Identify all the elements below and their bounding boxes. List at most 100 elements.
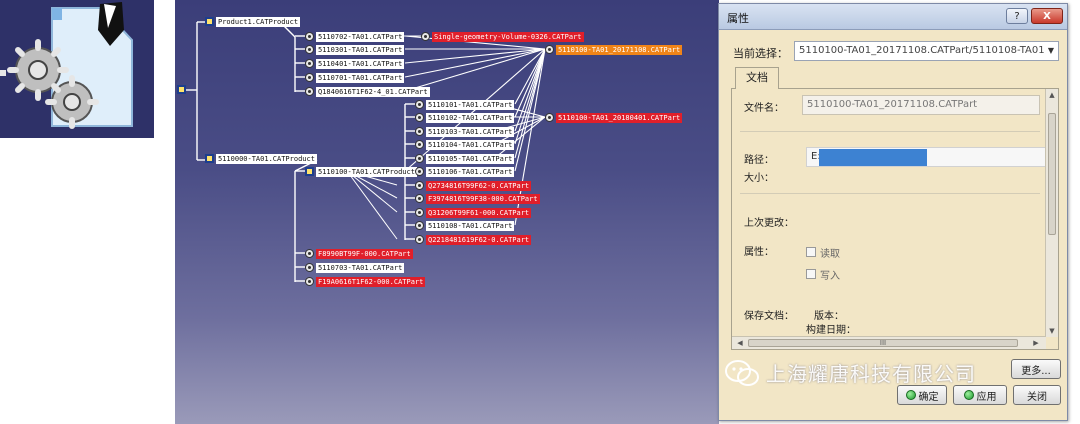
document-tab-panel: 文件名： 5110100-TA01_20171108.CATPart 路径： E…: [731, 88, 1059, 350]
tree-node[interactable]: 5110301-TA01.CATPart: [305, 44, 405, 55]
part-gear-icon: [305, 32, 314, 41]
tree-root-icon[interactable]: [177, 84, 188, 95]
last-modified-label: 上次更改：: [744, 218, 794, 229]
tree-node-label: 5110104-TA01.CATPart: [426, 139, 515, 150]
tab-document[interactable]: 文档: [735, 67, 779, 89]
tree-node[interactable]: 5110101-TA01.CATPart: [415, 99, 515, 110]
part-gear-icon: [415, 194, 424, 203]
attributes-label: 属性：: [744, 247, 774, 258]
tree-node[interactable]: 5110105-TA01.CATPart: [415, 153, 515, 164]
tree-connector-lines: [185, 21, 546, 282]
vertical-scroll-thumb[interactable]: [1048, 113, 1056, 235]
tree-node[interactable]: Product1.CATProduct: [205, 16, 301, 27]
part-gear-icon: [415, 100, 424, 109]
scroll-down-icon[interactable]: ▼: [1049, 327, 1055, 335]
tree-node[interactable]: Single-geometry-Volume-0326.CATPart: [421, 31, 584, 42]
file-name-field[interactable]: 5110100-TA01_20171108.CATPart: [802, 95, 1040, 115]
tree-node[interactable]: Q31206T99F61-000.CATPart: [415, 207, 532, 218]
tree-node[interactable]: Q2734816T99F62-0.CATPart: [415, 180, 532, 191]
part-gear-icon: [415, 127, 424, 136]
tree-node[interactable]: 5110703-TA01.CATPart: [305, 262, 405, 273]
part-gear-icon: [305, 87, 314, 96]
help-button[interactable]: ?: [1006, 8, 1028, 24]
tree-node-label: 5110701-TA01.CATPart: [316, 72, 405, 83]
tree-node[interactable]: 5110702-TA01.CATPart: [305, 31, 405, 42]
tree-node[interactable]: 5110701-TA01.CATPart: [305, 72, 405, 83]
tree-node[interactable]: Q1840616T1F62-4_01.CATPart: [305, 86, 430, 97]
tree-node[interactable]: 5110000-TA01.CATProduct: [205, 153, 317, 164]
tree-node-label: Q31206T99F61-000.CATPart: [426, 207, 532, 218]
tree-node[interactable]: 5110106-TA01.CATPart: [415, 166, 515, 177]
specification-tree-canvas[interactable]: Product1.CATProduct 5110702-TA01.CATPart 5…: [175, 0, 719, 424]
part-gear-icon: [415, 235, 424, 244]
path-label: 路径：: [744, 155, 774, 166]
part-gear-icon: [415, 221, 424, 230]
tree-node-label: F19A0616T1F62-000.CATPart: [316, 276, 426, 287]
tree-node-label: 5110702-TA01.CATPart: [316, 31, 405, 42]
vertical-scrollbar[interactable]: ▲ ▼: [1045, 89, 1058, 337]
scroll-up-icon[interactable]: ▲: [1049, 91, 1055, 99]
tree-node[interactable]: F3974816T99F38-000.CATPart: [415, 193, 540, 204]
tree-node[interactable]: 5110100-TA01.CATProduct: [305, 166, 417, 177]
dialog-titlebar[interactable]: 属性 ? X: [719, 4, 1067, 30]
tree-node[interactable]: Q2218481619F62-0.CATPart: [415, 234, 532, 245]
product-icon: [205, 17, 214, 26]
tree-node-label: Q2218481619F62-0.CATPart: [426, 234, 532, 245]
catia-icon-panel: [0, 0, 154, 138]
read-only-checkbox[interactable]: [806, 247, 816, 257]
tree-node[interactable]: F8990BT99F-000.CATPart: [305, 248, 413, 259]
tree-node-label: 5110401-TA01.CATPart: [316, 58, 405, 69]
close-button[interactable]: 关闭: [1013, 385, 1061, 405]
apply-button[interactable]: 应用: [953, 385, 1007, 405]
path-field[interactable]: E:\: [806, 147, 1046, 167]
part-gear-icon: [415, 167, 424, 176]
build-date-label: 构建日期：: [806, 325, 856, 336]
chevron-down-icon[interactable]: ▼: [1044, 42, 1058, 60]
tree-node-label: 5110108-TA01.CATPart: [426, 220, 515, 231]
properties-dialog: 属性 ? X 当前选择： 5110100-TA01_20171108.CATPa…: [718, 3, 1068, 421]
horizontal-scroll-thumb[interactable]: III: [748, 339, 1018, 347]
tree-node[interactable]: 5110100-TA01_20171108.CATPart: [545, 44, 683, 55]
tree-connector: [514, 48, 546, 145]
part-gear-icon: [415, 140, 424, 149]
tree-node-label: 5110301-TA01.CATPart: [316, 44, 405, 55]
tree-connector: [404, 48, 546, 92]
write-checkbox[interactable]: [806, 269, 816, 279]
tree-node-label: Q1840616T1F62-4_01.CATPart: [316, 86, 430, 97]
tree-connector: [346, 170, 398, 213]
size-label: 大小：: [744, 173, 774, 184]
current-selection-label: 当前选择：: [733, 47, 788, 60]
document-gears-icon: [0, 2, 133, 129]
scroll-right-icon[interactable]: ▶: [1033, 339, 1039, 347]
part-gear-icon: [545, 113, 554, 122]
tree-node[interactable]: 5110104-TA01.CATPart: [415, 139, 515, 150]
read-only-label: 读取: [820, 249, 840, 260]
horizontal-scrollbar[interactable]: ◀ III ▶: [732, 336, 1046, 349]
window-close-button[interactable]: X: [1031, 8, 1063, 24]
tree-node-label: 5110106-TA01.CATPart: [426, 166, 515, 177]
tree-node[interactable]: F19A0616T1F62-000.CATPart: [305, 276, 426, 287]
tree-connector: [514, 48, 546, 118]
more-button[interactable]: 更多...: [1011, 359, 1061, 379]
tree-connector: [404, 48, 546, 64]
tree-node[interactable]: 5110100-TA01_20180401.CATPart: [545, 112, 683, 123]
part-gear-icon: [305, 277, 314, 286]
ok-button-label: 确定: [918, 391, 939, 403]
tree-node-label: 5110000-TA01.CATProduct: [216, 153, 317, 164]
tree-node-label: 5110102-TA01.CATPart: [426, 112, 515, 123]
separator: [740, 193, 1040, 194]
tree-connector: [404, 48, 546, 78]
current-selection-combo[interactable]: 5110100-TA01_20171108.CATPart/5110108-TA…: [794, 41, 1059, 61]
tree-node[interactable]: 5110102-TA01.CATPart: [415, 112, 515, 123]
tree-node[interactable]: 5110108-TA01.CATPart: [415, 220, 515, 231]
tree-node[interactable]: 5110401-TA01.CATPart: [305, 58, 405, 69]
tree-connector: [346, 170, 398, 240]
part-gear-icon: [415, 154, 424, 163]
scroll-left-icon[interactable]: ◀: [737, 339, 743, 347]
ok-button[interactable]: 确定: [897, 385, 947, 405]
tree-node-label: F3974816T99F38-000.CATPart: [426, 193, 540, 204]
tree-node[interactable]: 5110103-TA01.CATPart: [415, 126, 515, 137]
tree-node-label: 5110103-TA01.CATPart: [426, 126, 515, 137]
tree-connector: [494, 116, 546, 159]
